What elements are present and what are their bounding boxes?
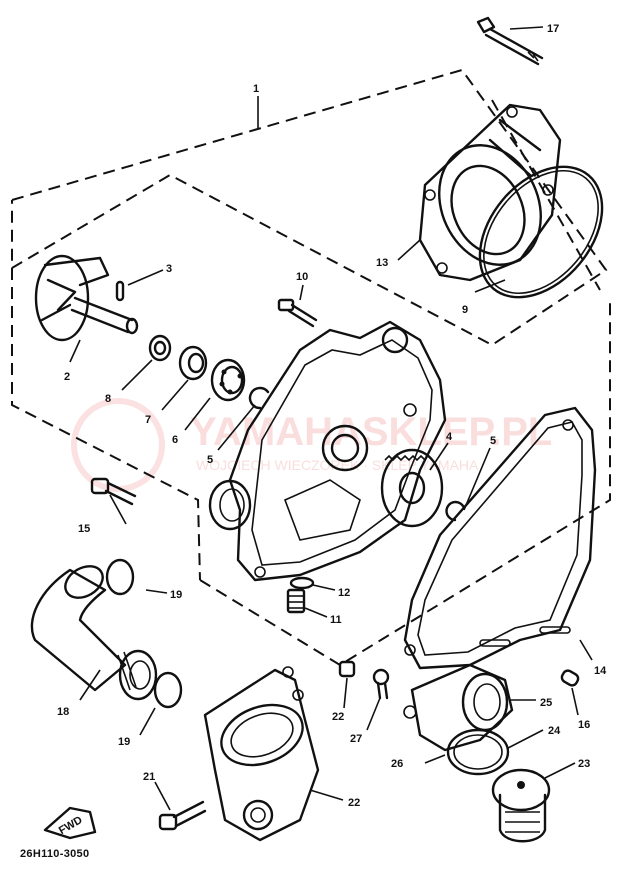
circlip-5a <box>248 386 270 410</box>
bolt-15 <box>90 477 137 506</box>
callout-16: 16 <box>578 719 590 731</box>
callout-24: 24 <box>548 725 561 737</box>
impeller-shaft-2 <box>34 254 139 342</box>
callout-17: 17 <box>547 23 559 35</box>
drawing-number: 26H110-3050 <box>20 848 90 860</box>
watermark: YAMAHASKLEP.PL WOJCIECH WIECZOREK · SKLE… <box>71 398 552 492</box>
housing-cover-13 <box>418 103 562 282</box>
dowel-16 <box>560 669 580 687</box>
o-ring-19b <box>153 671 183 709</box>
callout-23: 23 <box>578 758 590 770</box>
o-ring-19a <box>105 558 135 596</box>
watermark-main-text: YAMAHASKLEP.PL <box>190 410 552 454</box>
callout-11: 11 <box>330 614 342 626</box>
callout-14: 14 <box>594 665 607 677</box>
circlip-5b <box>445 500 466 522</box>
thermostat-cover-25 <box>403 663 514 752</box>
seal-8 <box>148 334 172 362</box>
callout-25: 25 <box>540 697 552 709</box>
leader-lines <box>69 26 593 811</box>
callout-7: 7 <box>145 414 151 426</box>
assembly-outline-1 <box>11 68 611 667</box>
o-ring-12 <box>289 576 315 590</box>
fwd-label: FWD <box>57 814 85 837</box>
nut-22b <box>338 660 356 678</box>
elbow-pipe-18 <box>30 565 158 701</box>
bolt-17 <box>476 16 544 66</box>
seal-7 <box>178 345 208 381</box>
callout-6: 6 <box>172 434 178 446</box>
callout-15: 15 <box>78 523 90 535</box>
bearing-6 <box>210 358 246 402</box>
bolt-10 <box>277 298 318 328</box>
callout-21: 21 <box>143 771 155 783</box>
watermark-sub-text: WOJCIECH WIECZOREK · SKLEP YAMAHA <box>196 457 479 473</box>
callout-9: 9 <box>462 304 468 316</box>
callout-26: 26 <box>391 758 403 770</box>
callout-labels: 1 17 3 2 10 13 9 8 7 6 5 4 5 15 19 18 19… <box>57 23 607 809</box>
callout-22b: 22 <box>348 797 360 809</box>
bolt-27 <box>372 668 390 700</box>
callout-13: 13 <box>376 257 388 269</box>
callout-1: 1 <box>253 83 259 95</box>
o-ring-24 <box>446 728 510 776</box>
callout-5b: 5 <box>490 435 496 447</box>
callout-19a: 19 <box>170 589 182 601</box>
callout-12: 12 <box>338 587 350 599</box>
callout-22a: 22 <box>332 711 344 723</box>
drain-bolt-11 <box>286 588 306 614</box>
thermostat-housing-22 <box>203 666 320 842</box>
pump-housing-4 <box>208 320 447 582</box>
pin-3 <box>115 280 125 302</box>
thermostat-23 <box>491 768 551 843</box>
callout-5a: 5 <box>207 454 213 466</box>
bolt-21 <box>158 800 207 831</box>
o-ring-9 <box>478 165 604 299</box>
callout-8: 8 <box>105 393 111 405</box>
callout-2: 2 <box>64 371 70 383</box>
callout-19b: 19 <box>118 736 130 748</box>
callout-3: 3 <box>166 263 172 275</box>
callout-4: 4 <box>446 431 453 443</box>
fwd-arrow-icon: FWD <box>43 806 97 840</box>
callout-27: 27 <box>350 733 362 745</box>
callout-18: 18 <box>57 706 69 718</box>
gasket-14 <box>403 406 597 670</box>
callout-10: 10 <box>296 271 308 283</box>
